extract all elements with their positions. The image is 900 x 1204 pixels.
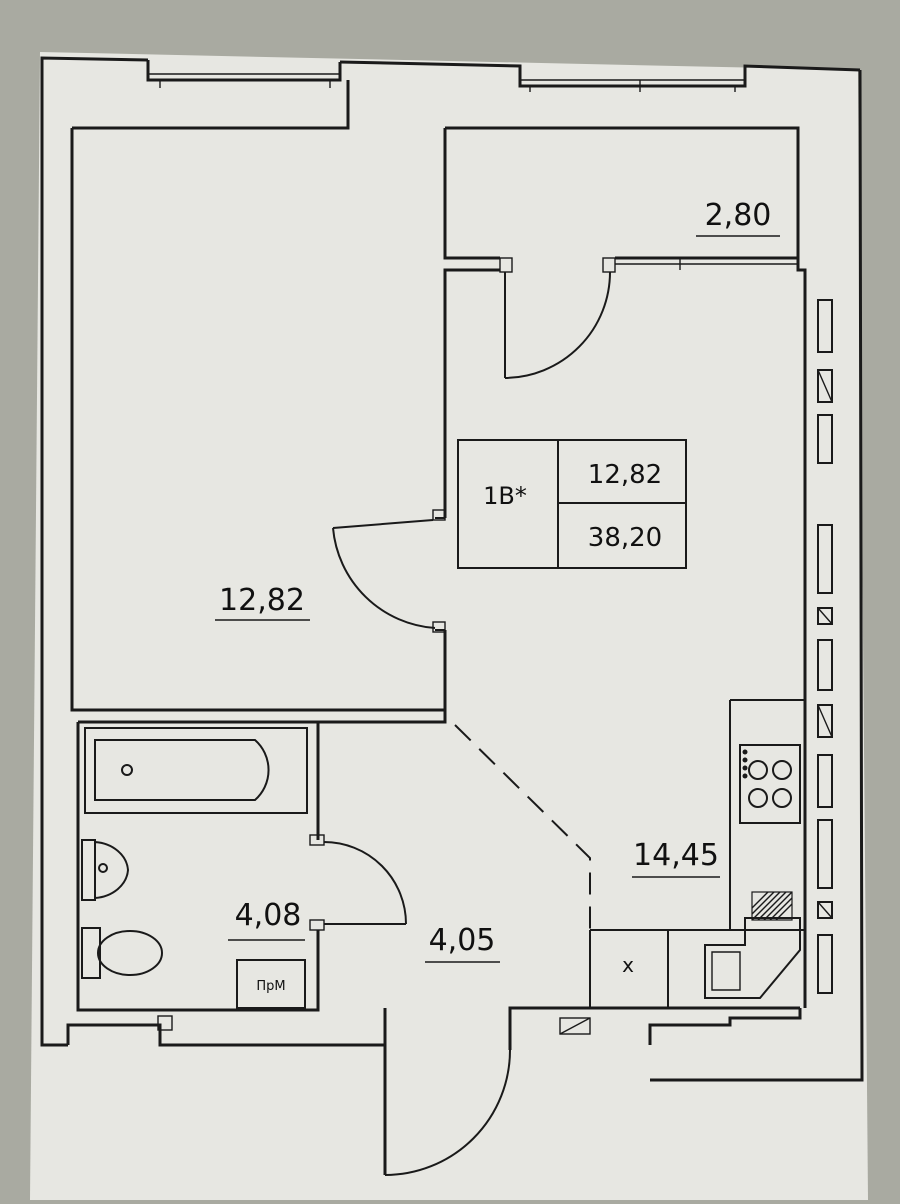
stove: [739, 744, 801, 824]
balcony-door: [504, 271, 611, 379]
paper-sheet: [30, 52, 868, 1200]
unit-summary-table: 1В* 12,82 38,20: [457, 439, 687, 569]
bathtub: [84, 727, 308, 814]
balcony-area: 2,80: [705, 198, 772, 233]
washing-machine-label: ПрМ: [256, 979, 285, 994]
top-window-right: [520, 79, 745, 92]
hallway-area: 4,05: [429, 923, 496, 958]
kitchen: [589, 258, 807, 1008]
right-facade-windows: [817, 299, 833, 994]
total-area-value: 38,20: [588, 523, 662, 553]
bathroom-door: [323, 841, 407, 925]
entry-door: [383, 1008, 802, 1176]
unit-code: 1В*: [483, 482, 527, 510]
cabinet-mark: x: [622, 953, 634, 977]
washing-machine: ПрМ: [236, 959, 306, 1009]
room-area-labels: 12,82 2,80 14,45 4,08 4,05: [215, 198, 780, 963]
kitchen-corner-sink: [704, 891, 801, 999]
living-room: [70, 80, 500, 712]
bathroom-area: 4,08: [235, 898, 302, 933]
bathroom: [76, 710, 447, 1031]
toilet: [81, 927, 163, 979]
washbasin: [81, 839, 130, 901]
kitchen-partition-dashed: [454, 724, 591, 930]
top-window-left: [148, 73, 340, 88]
kitchen-area: 14,45: [633, 838, 719, 873]
living-room-area: 12,82: [219, 583, 305, 618]
living-room-door: [332, 519, 436, 629]
living-area-value: 12,82: [588, 460, 662, 490]
